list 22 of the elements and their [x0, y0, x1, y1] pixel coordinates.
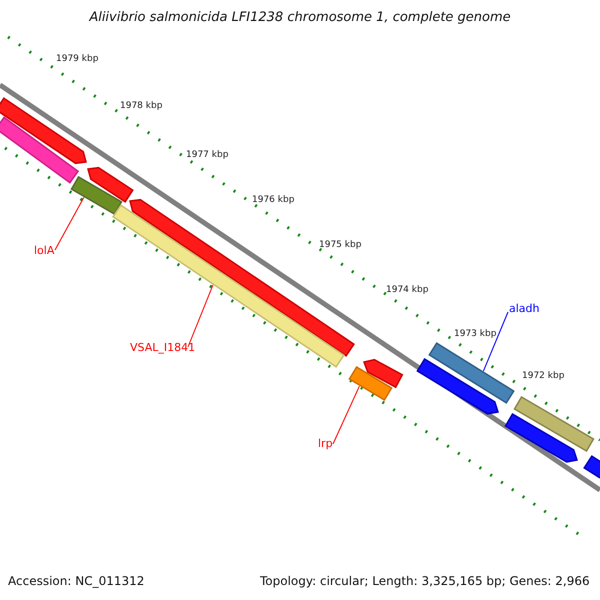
tick-label: 1974 kbp [386, 285, 428, 295]
gene-label: VSAL_I1841 [130, 341, 196, 354]
leader-line [332, 386, 360, 444]
leader-line [188, 284, 214, 348]
leader-line [54, 196, 84, 250]
tick-label: 1973 kbp [454, 329, 496, 339]
gene-label: lrp [318, 437, 333, 450]
tick-label: 1977 kbp [186, 150, 228, 160]
leader-line [482, 312, 508, 372]
footer-text: Accession: NC_011312 [8, 574, 144, 588]
gene-label: aladh [509, 302, 540, 315]
gene-segment [348, 366, 393, 402]
gene-segment [70, 176, 123, 216]
tick-label: 1975 kbp [319, 240, 362, 250]
tick-label: 1972 kbp [522, 371, 564, 381]
gene-label: lolA [34, 244, 54, 257]
footer-text: Topology: circular; Length: 3,325,165 bp; Genes: 2,966 [260, 574, 590, 588]
gene-segment [428, 342, 515, 404]
chart-title: Aliivibrio salmonicida LFI1238 chromosome 1, complete genome [88, 10, 512, 25]
tick-label: 1979 kbp [56, 54, 98, 64]
tick-label: 1978 kbp [120, 101, 162, 111]
gene-segment [112, 204, 345, 368]
